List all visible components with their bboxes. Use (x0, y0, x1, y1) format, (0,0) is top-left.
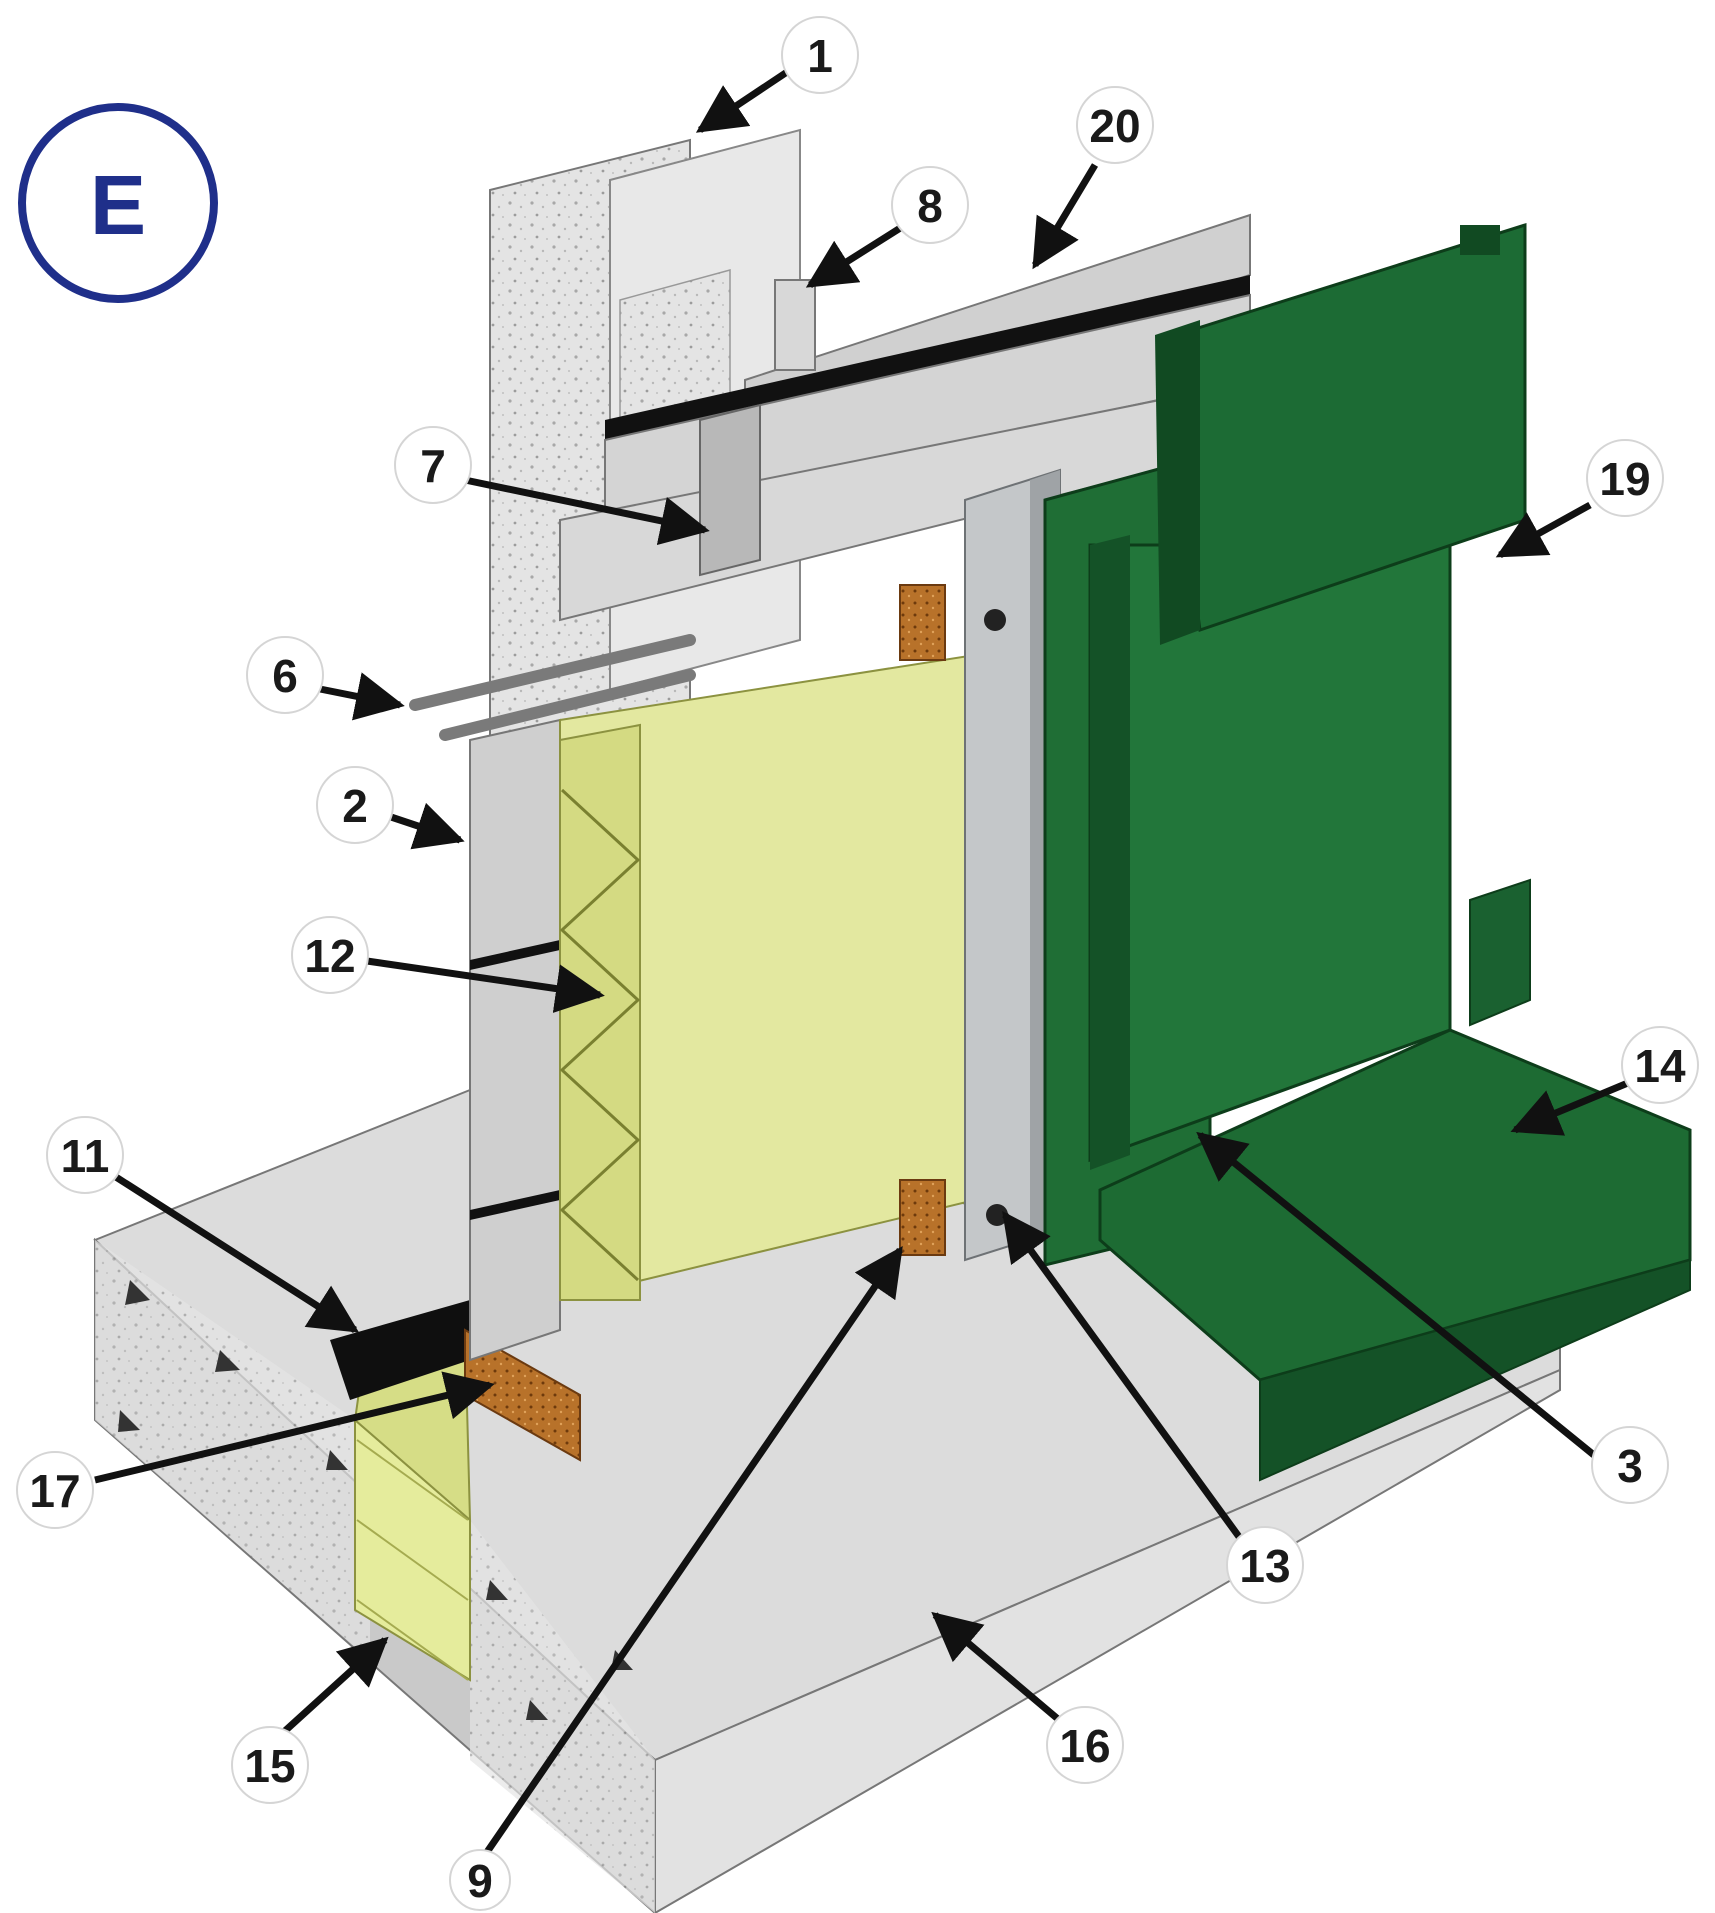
callout-15-label: 15 (244, 1740, 295, 1792)
callout-14: 14 (1621, 1026, 1699, 1104)
callout-14-label: 14 (1634, 1040, 1686, 1092)
callout-2-label: 2 (342, 780, 368, 832)
callout-6: 6 (246, 636, 324, 714)
section-badge-letter: E (90, 158, 146, 252)
callout-layer: 1 2 3 6 7 8 9 11 12 13 14 15 16 17 19 20 (16, 16, 1699, 1911)
callout-9-label: 9 (467, 1855, 493, 1907)
section-badge: E (18, 103, 218, 303)
callout-6-label: 6 (272, 650, 298, 702)
callout-13-label: 13 (1239, 1540, 1290, 1592)
insulation-board (559, 653, 976, 1302)
upper-steel-beam (604, 213, 1251, 522)
callout-8: 8 (891, 166, 969, 244)
callout-17-label: 17 (29, 1465, 80, 1517)
callout-11-label: 11 (61, 1130, 110, 1182)
leader-arrows (94, 67, 1637, 1857)
callout-20: 20 (1076, 86, 1154, 164)
callout-19-label: 19 (1599, 453, 1650, 505)
callout-16-label: 16 (1059, 1720, 1110, 1772)
rubber-gasket (330, 1300, 470, 1400)
callout-12-label: 12 (304, 930, 355, 982)
callout-20-label: 20 (1089, 100, 1140, 152)
rebar-stubs (409, 634, 696, 741)
callout-1-label: 1 (807, 30, 833, 82)
callout-15: 15 (231, 1726, 309, 1804)
callout-13: 13 (1226, 1526, 1304, 1604)
callout-19: 19 (1586, 439, 1664, 517)
callout-11: 11 (46, 1116, 124, 1194)
callout-3: 3 (1591, 1426, 1669, 1504)
wood-nailer-bottom (899, 1179, 946, 1256)
anchor-plate (699, 403, 761, 577)
callout-3-label: 3 (1617, 1440, 1643, 1492)
callout-17: 17 (16, 1451, 94, 1529)
callout-2: 2 (316, 766, 394, 844)
callout-8-label: 8 (917, 180, 943, 232)
callout-7: 7 (394, 426, 472, 504)
callout-7-label: 7 (420, 440, 446, 492)
callout-1: 1 (781, 16, 859, 94)
callout-9: 9 (449, 1849, 511, 1911)
wood-nailer-top (899, 584, 946, 661)
callout-12: 12 (291, 916, 369, 994)
green-wall-panels (1043, 222, 1527, 1267)
anchor-bolt (774, 279, 816, 371)
callout-16: 16 (1046, 1706, 1124, 1784)
